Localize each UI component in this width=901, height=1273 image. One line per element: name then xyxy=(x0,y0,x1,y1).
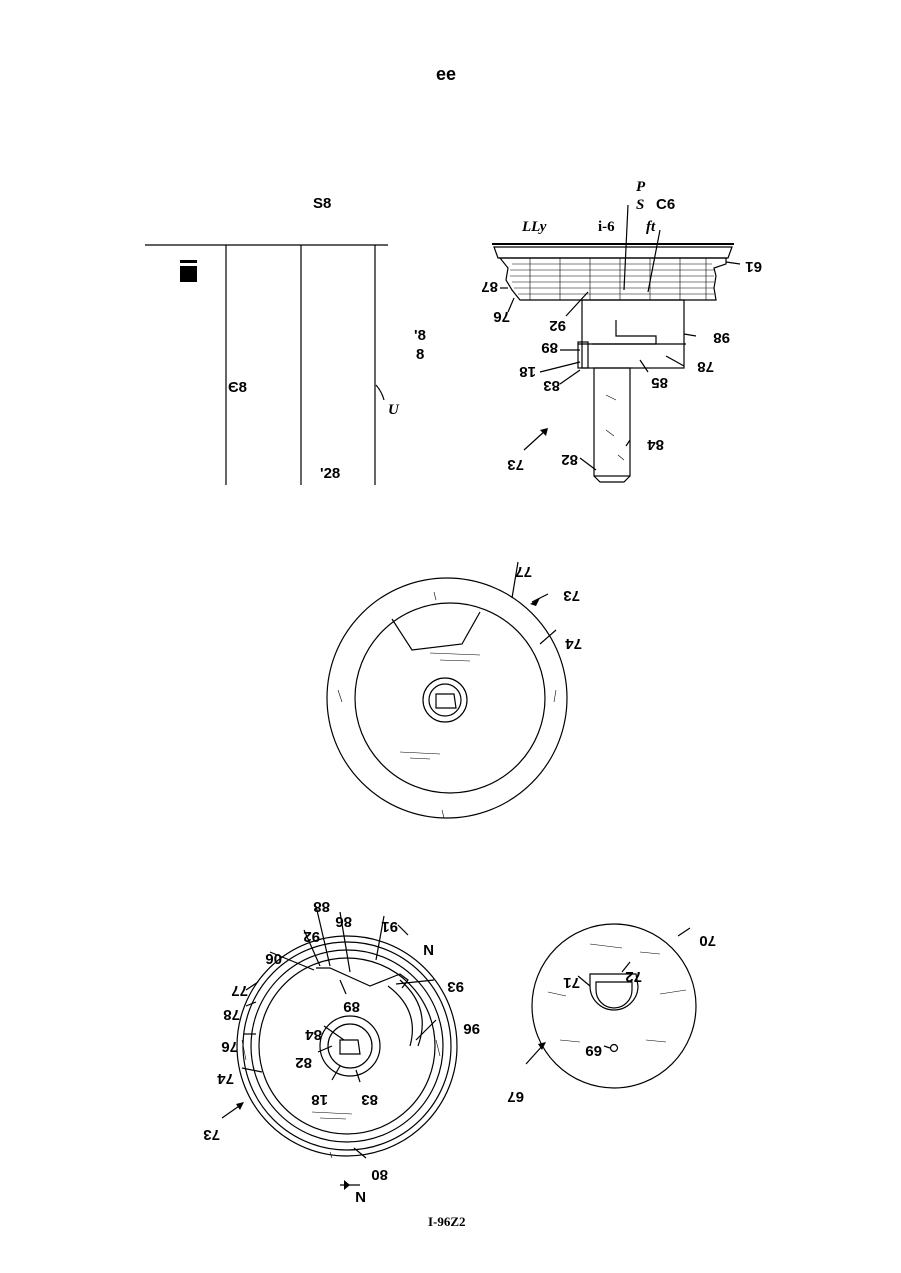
label-80: 80 xyxy=(371,1166,388,1183)
label-88: 88 xyxy=(313,898,330,915)
label-lly: LLy xyxy=(521,219,547,235)
label-87: 78 xyxy=(697,358,714,375)
label-u: U xyxy=(388,402,400,418)
label-72: 72 xyxy=(625,968,642,985)
label-74-bl: 74 xyxy=(217,1070,234,1087)
bottom-right-figure: 70 72 71 69 67 xyxy=(507,924,716,1105)
side-view-figure: P S C6 LLy i-6 ft 61 87 76 92 98 89 18 8… xyxy=(481,179,762,482)
black-block-mark xyxy=(180,266,197,282)
label-96: 96 xyxy=(463,1020,480,1037)
label-8: 8 xyxy=(416,346,424,363)
label-93: 93 xyxy=(447,978,464,995)
label-73-mid: 73 xyxy=(563,587,580,604)
label-e8: Є8 xyxy=(228,379,247,396)
label-89: 89 xyxy=(541,339,558,356)
label-85: 85 xyxy=(651,374,668,391)
label-86: 98 xyxy=(713,329,730,346)
label-83-bl: 83 xyxy=(361,1091,378,1108)
label-78-bl: 78 xyxy=(223,1006,240,1023)
label-p: P xyxy=(636,179,646,195)
label-71: 71 xyxy=(563,974,580,991)
label-i-6: i-6 xyxy=(598,219,615,235)
label-90: 06 xyxy=(265,950,282,967)
label-76-bl: 76 xyxy=(221,1038,238,1055)
label-70: 70 xyxy=(699,932,716,949)
label-s8: S8 xyxy=(313,195,331,212)
label-81: 18 xyxy=(519,363,536,380)
bottom-left-figure: 88 86 92 91 N 06 89 93 77 78 96 84 76 82… xyxy=(203,898,480,1205)
label-67: 67 xyxy=(507,1088,524,1105)
label-77-mid: 77 xyxy=(515,563,532,580)
label-83: 83 xyxy=(543,377,560,394)
label-73-side: 73 xyxy=(507,456,524,473)
label-n-bottom: N xyxy=(355,1188,366,1205)
label-c6: C6 xyxy=(656,196,675,213)
label-81-bl: 18 xyxy=(311,1091,328,1108)
label-78: 87 xyxy=(481,278,498,295)
label-n-top: N xyxy=(423,941,434,958)
label-92: 92 xyxy=(549,317,566,334)
middle-plan-figure: 77 73 74 xyxy=(327,562,582,818)
label-74-mid: 74 xyxy=(565,635,582,652)
label-84-bl: 84 xyxy=(305,1026,322,1043)
label-86-bl: 86 xyxy=(335,913,352,930)
label-79: 61 xyxy=(745,258,762,275)
label-69: 69 xyxy=(585,1042,602,1059)
label-s: S xyxy=(636,197,644,213)
left-figure: S8 '8 8 Є8 U '28 xyxy=(145,195,426,485)
label-73-bl: 73 xyxy=(203,1126,220,1143)
label-91: 91 xyxy=(381,918,398,935)
label-82: 82 xyxy=(561,451,578,468)
label-92-bl: 92 xyxy=(303,928,320,945)
label-84: 84 xyxy=(647,436,664,453)
label-77-bl: 77 xyxy=(231,982,248,999)
label-28: '28 xyxy=(320,465,340,482)
label-82-bl: 82 xyxy=(295,1054,312,1071)
label-76: 76 xyxy=(493,308,510,325)
label-89-bl: 89 xyxy=(343,998,360,1015)
label-ft: ft xyxy=(646,219,656,235)
label-8-prime: '8 xyxy=(414,327,426,344)
